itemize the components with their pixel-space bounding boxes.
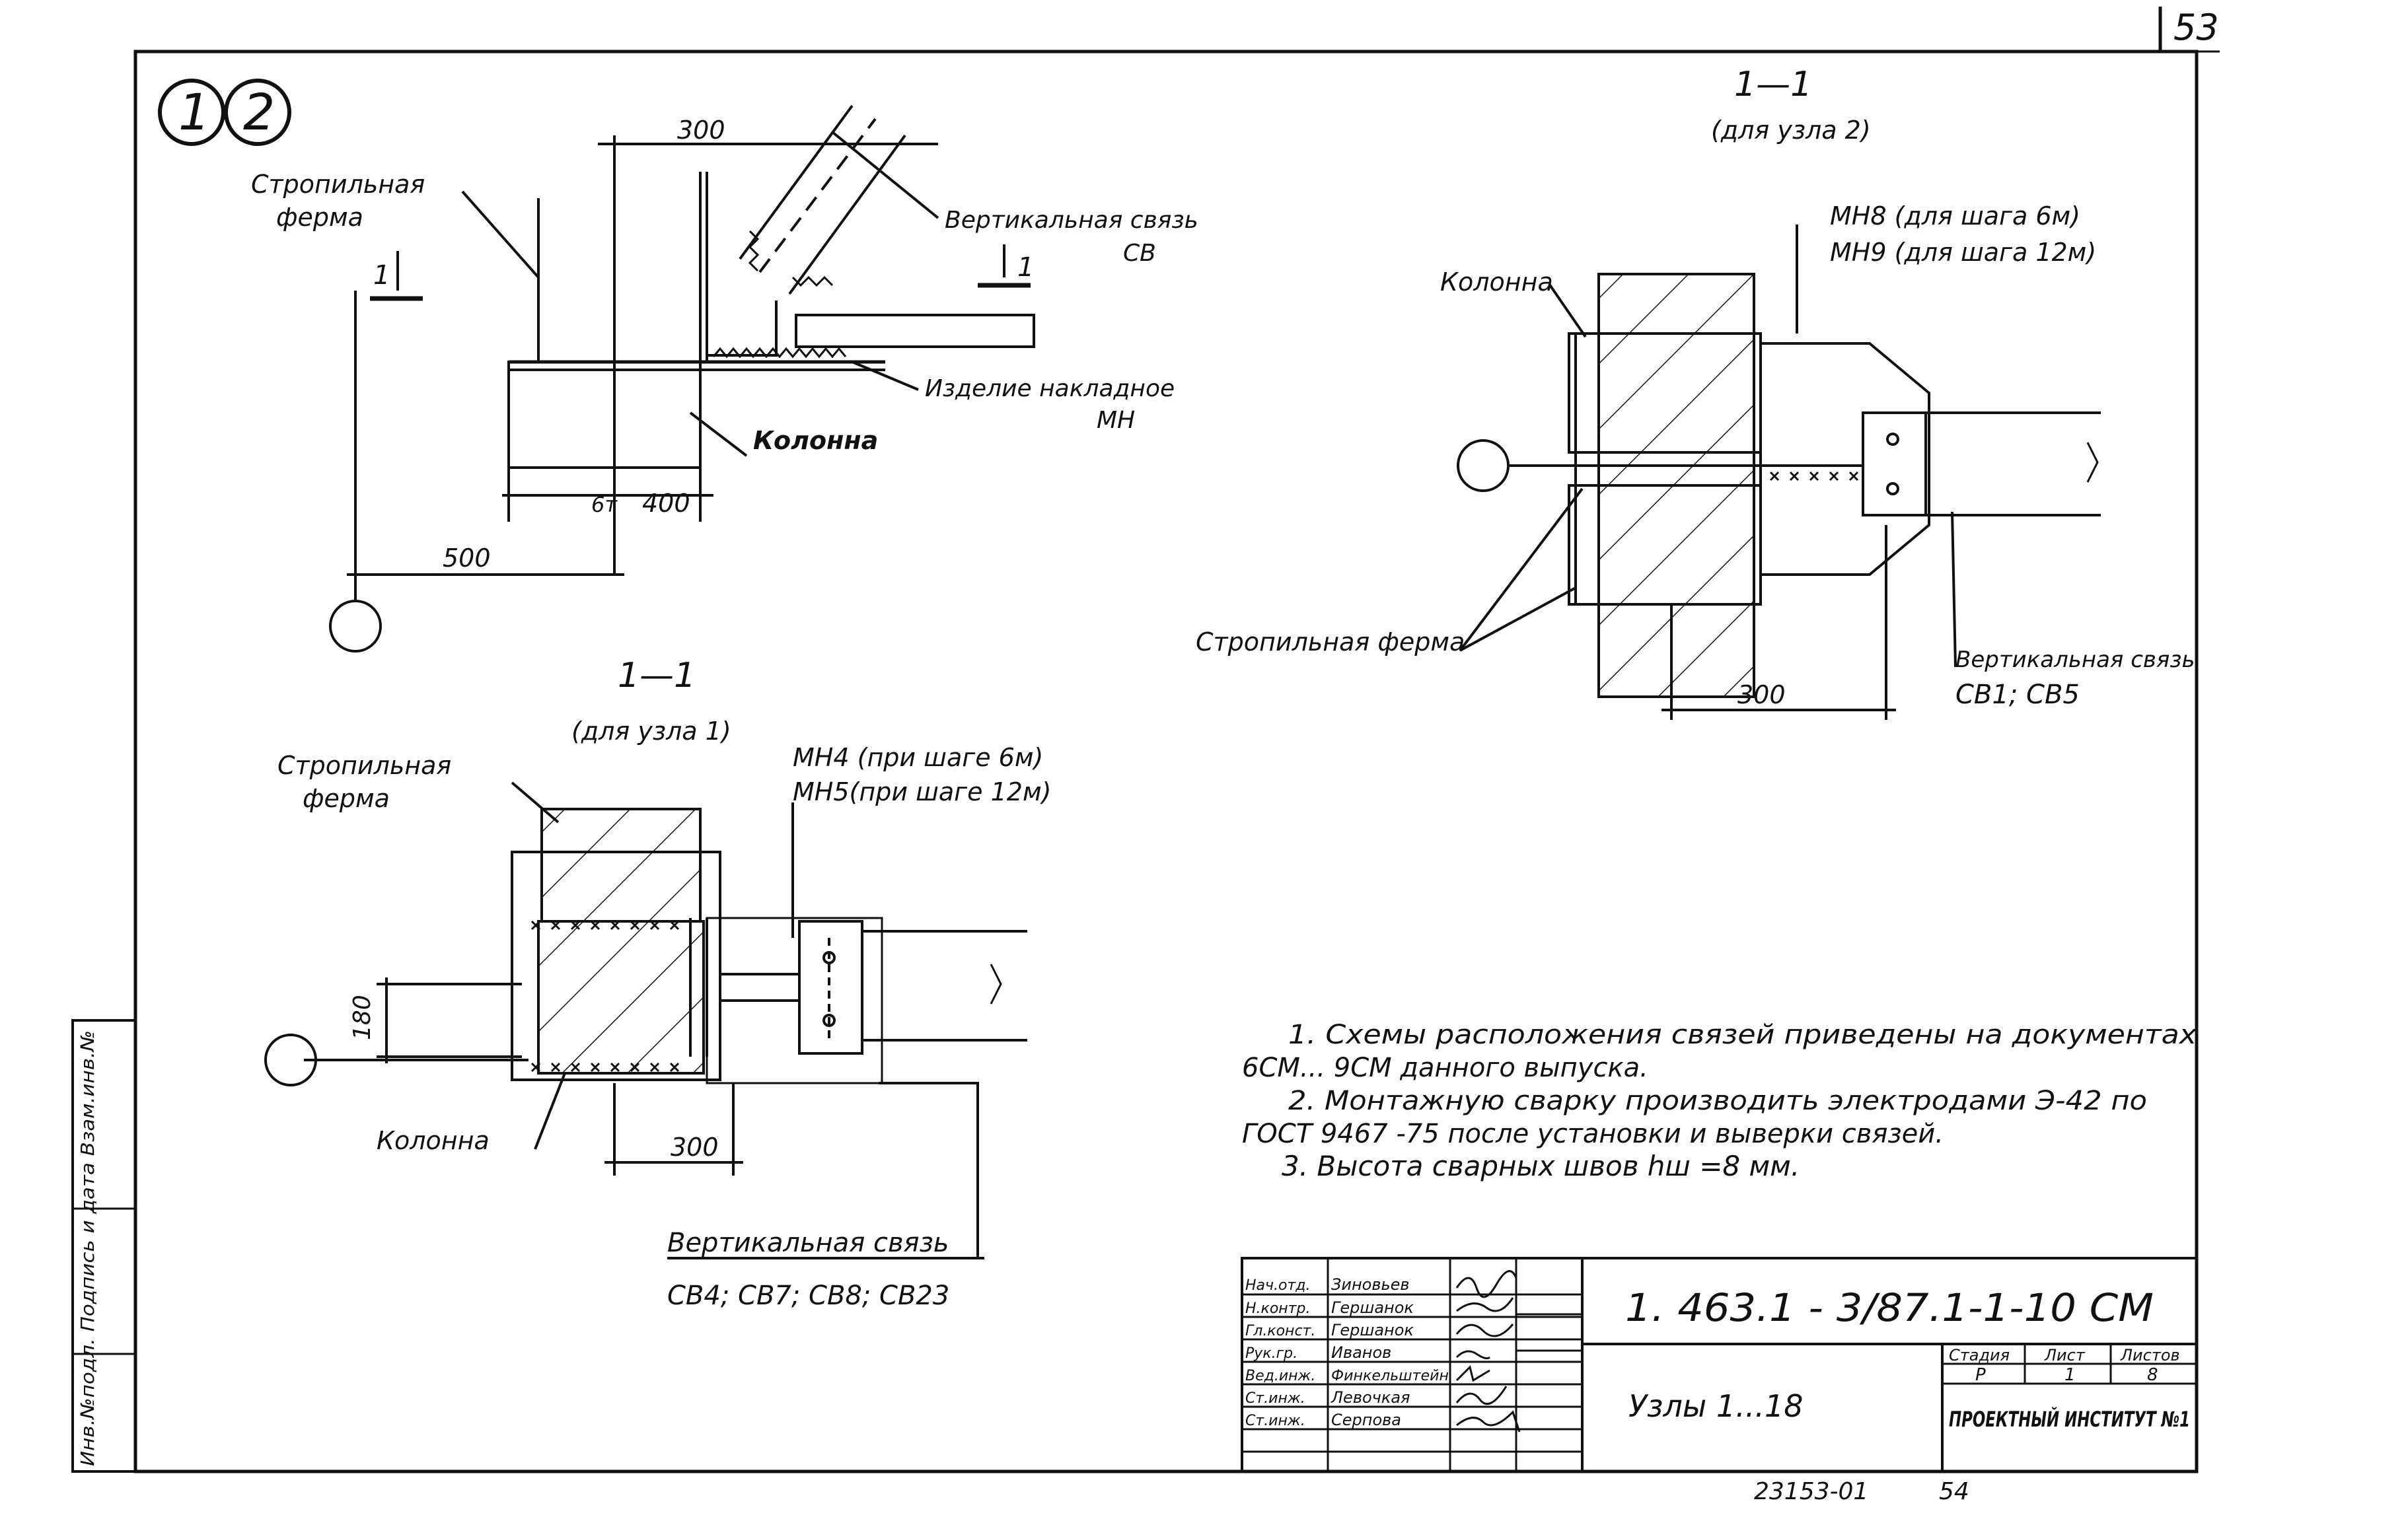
- node1-dim-6t: 6т: [591, 492, 618, 517]
- node1-truss-label-1: Стропильная: [251, 170, 425, 199]
- section2-dim-300: 300: [1737, 680, 1786, 709]
- sheets-value: 8: [2147, 1365, 2158, 1385]
- section2-column-label: Колонна: [1440, 267, 1553, 297]
- title-block: [1241, 1257, 2198, 1473]
- section2-subtitle: (для узла 2): [1711, 116, 1871, 145]
- drawing-name: Узлы 1...18: [1628, 1388, 1804, 1424]
- person-0: Зиновьев: [1331, 1275, 1410, 1294]
- role-6: Ст.инж.: [1245, 1413, 1305, 1429]
- section1-subtitle: (для узла 1): [571, 717, 731, 746]
- note-line-2: 6СМ... 9СМ данного выпуска.: [1242, 1053, 1648, 1083]
- sheet-number: 53: [2173, 7, 2219, 48]
- notes: 1. Схемы расположения связей приведены н…: [1242, 1020, 2197, 1182]
- title-block-text: 1. 463.1 - 3/87.1-1-10 СМ Узлы 1...18 Ст…: [1245, 1270, 2190, 1433]
- footer: 23153-01 54: [1754, 1478, 1969, 1505]
- footer-number-2: 54: [1939, 1478, 1969, 1505]
- footer-number-1: 23153-01: [1754, 1478, 1868, 1505]
- section1-title: 1—1: [618, 656, 696, 695]
- node1-section-mark-left: 1: [373, 260, 390, 291]
- section-node1: [264, 781, 1027, 1259]
- person-3: Иванов: [1331, 1343, 1391, 1362]
- signatures: [1455, 1270, 1521, 1433]
- section2-mh-label-1: МН8 (для шага 6м): [1830, 201, 2080, 230]
- person-5: Левочкая: [1331, 1388, 1410, 1407]
- section2-title: 1—1: [1734, 65, 1812, 104]
- section1-mh-label-2: МН5(при шаге 12м): [793, 777, 1051, 806]
- section1-truss-label-2: ферма: [303, 784, 390, 813]
- sheet-header: Лист: [2044, 1346, 2086, 1364]
- person-4: Финкельштейн: [1331, 1368, 1449, 1384]
- node1-brace-label-2: СВ: [1123, 240, 1156, 267]
- note-line-3: 2. Монтажную сварку производить электрод…: [1288, 1086, 2147, 1116]
- node1-embed-label-1: Изделие накладное: [925, 375, 1175, 402]
- role-0: Нач.отд.: [1245, 1277, 1311, 1294]
- section1-dim-180: 180: [349, 995, 376, 1040]
- node1-view: [329, 104, 1035, 653]
- section1-brace-label: Вертикальная связь: [667, 1228, 949, 1258]
- role-3: Рук.гр.: [1245, 1345, 1297, 1362]
- node1-truss-label-2: ферма: [276, 203, 363, 232]
- section1-column-label: Колонна: [377, 1126, 490, 1155]
- section-node2: [1457, 225, 2101, 720]
- section1-brace-codes: СВ4; СВ7; СВ8; СВ23: [667, 1281, 949, 1311]
- org-name: ПРОЕКТНЫЙ ИНСТИТУТ №1: [1949, 1407, 2190, 1432]
- person-6: Серпова: [1331, 1411, 1401, 1429]
- drawing-code: 1. 463.1 - 3/87.1-1-10 СМ: [1625, 1285, 2154, 1330]
- node1-brace-label-1: Вертикальная связь: [945, 207, 1198, 234]
- section2-brace-label: Вертикальная связь: [1955, 647, 2195, 673]
- section2-brace-codes: СВ1; СВ5: [1955, 680, 2080, 710]
- note-line-1: 1. Схемы расположения связей приведены н…: [1288, 1020, 2197, 1050]
- sheet-frame: [71, 7, 2220, 1473]
- node-mark-1: 1: [178, 83, 210, 141]
- section1-mh-label-1: МН4 (при шаге 6м): [793, 743, 1043, 772]
- node1-embed-label-2: МН: [1097, 407, 1135, 434]
- node-mark-2: 2: [243, 83, 275, 141]
- node-marks: 1 2: [158, 79, 291, 146]
- node1-dim-300: 300: [677, 116, 725, 145]
- sheet-value: 1: [2064, 1365, 2076, 1385]
- node1-labels: Стропильная ферма Вертикальная связь СВ …: [251, 116, 1198, 573]
- role-1: Н.контр.: [1245, 1300, 1310, 1317]
- node1-dim-500: 500: [443, 544, 491, 573]
- role-2: Гл.конст.: [1245, 1323, 1315, 1339]
- side-strip-text: Инв.№подл. Подпись и дата Взам.инв.№: [77, 1030, 98, 1466]
- note-line-4: ГОСТ 9467 -75 после установки и выверки …: [1242, 1119, 1944, 1149]
- person-2: Гершанок: [1331, 1321, 1414, 1339]
- section-node2-labels: 1—1 (для узла 2) МН8 (для шага 6м) МН9 (…: [1196, 65, 2195, 710]
- stage-value: Р: [1975, 1365, 1986, 1385]
- person-1: Гершанок: [1331, 1298, 1414, 1317]
- section2-truss-label: Стропильная ферма: [1196, 627, 1465, 656]
- role-4: Вед.инж.: [1245, 1368, 1315, 1384]
- note-line-5: 3. Высота сварных швов hш =8 мм.: [1282, 1150, 1800, 1182]
- section-node1-labels: 1—1 (для узла 1) Стропильная ферма МН4 (…: [277, 656, 1051, 1311]
- section1-dim-300: 300: [671, 1133, 719, 1162]
- role-5: Ст.инж.: [1245, 1390, 1305, 1407]
- stage-header: Стадия: [1949, 1346, 2010, 1364]
- sheets-header: Листов: [2120, 1346, 2180, 1364]
- section2-mh-label-2: МН9 (для шага 12м): [1830, 238, 2096, 267]
- node1-section-mark-right: 1: [1017, 252, 1034, 283]
- section1-truss-label-1: Стропильная: [277, 751, 451, 780]
- node1-dim-400: 400: [642, 489, 690, 518]
- node1-column-label: Колонна: [753, 426, 878, 455]
